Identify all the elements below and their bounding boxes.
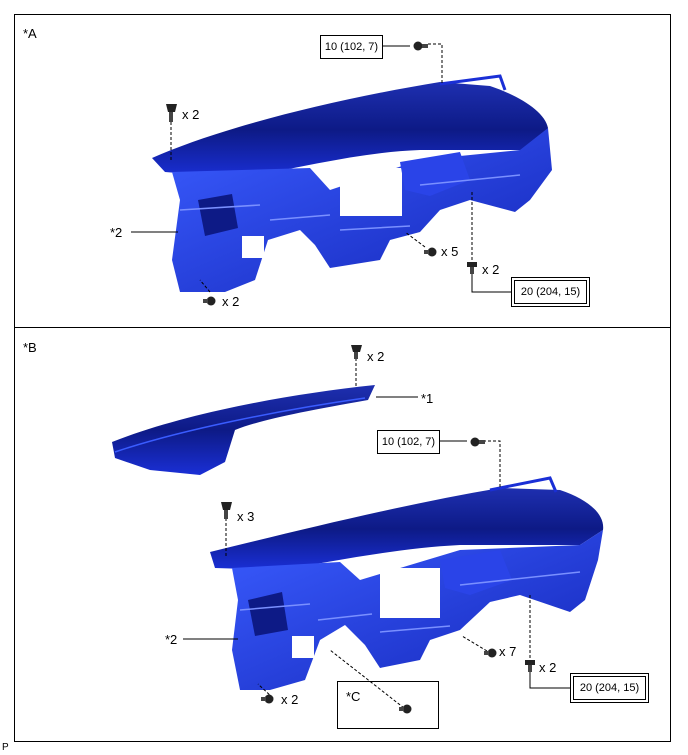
bolt-icon bbox=[261, 694, 274, 704]
view-box-c bbox=[337, 681, 439, 729]
quantity-label: x 2 bbox=[482, 262, 500, 277]
torque-spec-box-double: 20 (204, 15) bbox=[570, 673, 649, 703]
instrument-panel-assembly-b bbox=[210, 476, 604, 690]
torque-spec-text: 20 (204, 15) bbox=[514, 280, 587, 304]
bolt-icon bbox=[413, 41, 428, 51]
part-number-label: *2 bbox=[110, 225, 123, 240]
bolt-icon bbox=[424, 247, 437, 257]
torque-spec-box: 10 (102, 7) bbox=[377, 430, 440, 454]
torque-spec-box-double: 20 (204, 15) bbox=[511, 277, 590, 307]
leaders-a bbox=[131, 43, 511, 293]
quantity-label: x 2 bbox=[182, 107, 200, 122]
view-label-a: *A bbox=[23, 26, 37, 41]
leaders-b bbox=[183, 358, 570, 709]
bolt-icon bbox=[525, 660, 535, 672]
part-number-label: *2 bbox=[165, 632, 178, 647]
torque-spec-box: 10 (102, 7) bbox=[320, 35, 383, 59]
torque-spec-text: 20 (204, 15) bbox=[573, 676, 646, 700]
quantity-label: x 2 bbox=[367, 349, 385, 364]
part-number-label: *1 bbox=[421, 391, 434, 406]
quantity-label: x 7 bbox=[499, 644, 517, 659]
quantity-label: x 3 bbox=[237, 509, 255, 524]
clip-icon bbox=[221, 502, 232, 519]
clip-icon bbox=[351, 345, 362, 359]
view-label-c: *C bbox=[346, 689, 361, 704]
bolt-icon bbox=[470, 437, 485, 447]
instrument-panel-assembly-a bbox=[152, 74, 552, 292]
quantity-label: x 2 bbox=[222, 294, 240, 309]
quantity-label: x 2 bbox=[539, 660, 557, 675]
clip-c-icon bbox=[399, 704, 412, 714]
bolt-icon bbox=[203, 296, 216, 306]
illustration-code: P bbox=[2, 742, 9, 753]
quantity-label: x 5 bbox=[441, 244, 459, 259]
bolt-icon bbox=[484, 648, 497, 658]
view-label-b: *B bbox=[23, 340, 37, 355]
clip-icon bbox=[166, 104, 177, 122]
instrument-panel-pad bbox=[112, 385, 375, 475]
quantity-label: x 2 bbox=[281, 692, 299, 707]
bolt-icon bbox=[467, 262, 477, 274]
